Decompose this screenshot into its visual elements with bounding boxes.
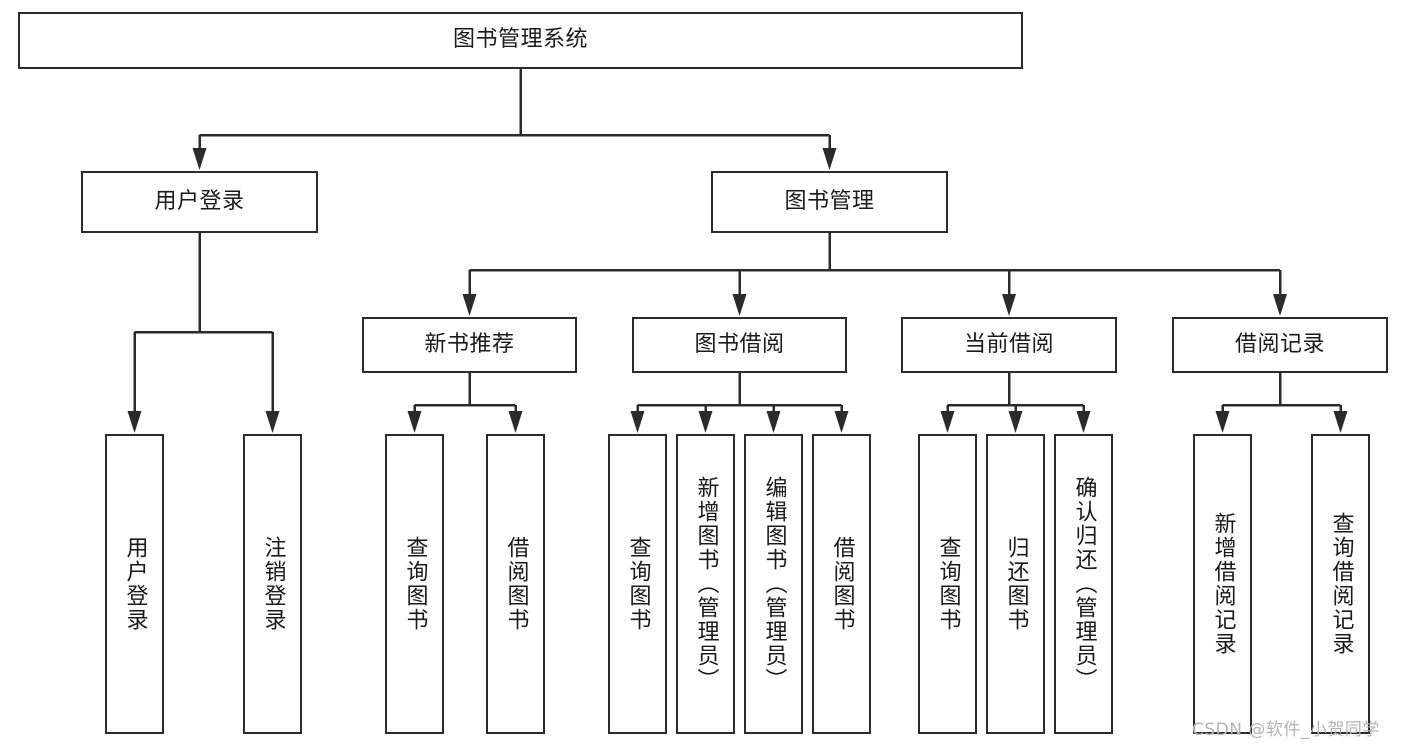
- node-leaf-user-login[interactable]: 用户登录: [105, 434, 164, 734]
- node-leaf-confirm-return[interactable]: 确认归还（管理员）: [1054, 434, 1113, 734]
- arrowhead-icon: [822, 148, 837, 170]
- arrowhead-icon: [1002, 294, 1016, 316]
- node-book-borrow[interactable]: 图书借阅: [632, 317, 847, 373]
- node-leaf-query-book-cur[interactable]: 查询图书: [918, 434, 977, 734]
- node-label: 借阅图书: [829, 536, 855, 632]
- node-label: 借阅记录: [1234, 331, 1325, 357]
- arrowhead-icon: [766, 411, 781, 433]
- arrowhead-icon: [1076, 411, 1091, 433]
- node-leaf-add-book[interactable]: 新增图书（管理员）: [676, 434, 735, 734]
- node-leaf-return-book[interactable]: 归还图书: [986, 434, 1045, 734]
- node-label: 图书管理系统: [452, 27, 588, 53]
- node-new-book-rec[interactable]: 新书推荐: [362, 317, 577, 373]
- node-label: 查询图书: [402, 536, 428, 632]
- node-label: 确认归还（管理员）: [1071, 476, 1097, 692]
- arrowhead-icon: [1273, 294, 1287, 316]
- node-label: 当前借阅: [963, 331, 1054, 357]
- node-root[interactable]: 图书管理系统: [18, 12, 1023, 69]
- arrowhead-icon: [698, 411, 713, 433]
- arrowhead-icon: [834, 411, 849, 433]
- arrowhead-icon: [630, 411, 645, 433]
- node-label: 归还图书: [1003, 536, 1029, 632]
- arrowhead-icon: [1333, 411, 1348, 433]
- node-current-borrow[interactable]: 当前借阅: [901, 317, 1117, 373]
- node-label: 用户登录: [122, 536, 148, 632]
- node-leaf-query-book-borrow[interactable]: 查询图书: [608, 434, 667, 734]
- node-leaf-borrow-book-rec[interactable]: 借阅图书: [486, 434, 545, 734]
- arrowhead-icon: [940, 411, 955, 433]
- arrowhead-icon: [462, 294, 477, 316]
- arrowhead-icon: [732, 294, 747, 316]
- arrowhead-icon: [192, 148, 207, 170]
- node-label: 编辑图书（管理员）: [761, 476, 787, 692]
- node-label: 查询图书: [625, 536, 651, 632]
- node-label: 新书推荐: [424, 331, 515, 357]
- node-book-manage[interactable]: 图书管理: [711, 171, 948, 233]
- arrowhead-icon: [508, 411, 523, 433]
- node-label: 注销登录: [260, 536, 286, 632]
- arrowhead-icon: [1215, 411, 1230, 433]
- arrowhead-icon: [127, 411, 142, 433]
- node-leaf-query-record[interactable]: 查询借阅记录: [1311, 434, 1370, 734]
- node-leaf-logout[interactable]: 注销登录: [243, 434, 302, 734]
- node-user-login[interactable]: 用户登录: [81, 171, 318, 233]
- node-label: 新增借阅记录: [1210, 512, 1236, 656]
- node-leaf-query-book-rec[interactable]: 查询图书: [385, 434, 444, 734]
- node-label: 用户登录: [154, 188, 245, 214]
- node-label: 图书管理: [784, 188, 875, 214]
- node-label: 借阅图书: [503, 536, 529, 632]
- node-leaf-add-record[interactable]: 新增借阅记录: [1193, 434, 1252, 734]
- node-label: 图书借阅: [694, 331, 785, 357]
- arrowhead-icon: [407, 411, 422, 433]
- node-leaf-borrow-book[interactable]: 借阅图书: [812, 434, 871, 734]
- node-label: 查询借阅记录: [1328, 512, 1354, 656]
- node-label: 新增图书（管理员）: [693, 476, 719, 692]
- node-label: 查询图书: [935, 536, 961, 632]
- arrowhead-icon: [265, 411, 280, 433]
- arrowhead-icon: [1008, 411, 1023, 433]
- node-leaf-edit-book[interactable]: 编辑图书（管理员）: [744, 434, 803, 734]
- node-borrow-record[interactable]: 借阅记录: [1172, 317, 1388, 373]
